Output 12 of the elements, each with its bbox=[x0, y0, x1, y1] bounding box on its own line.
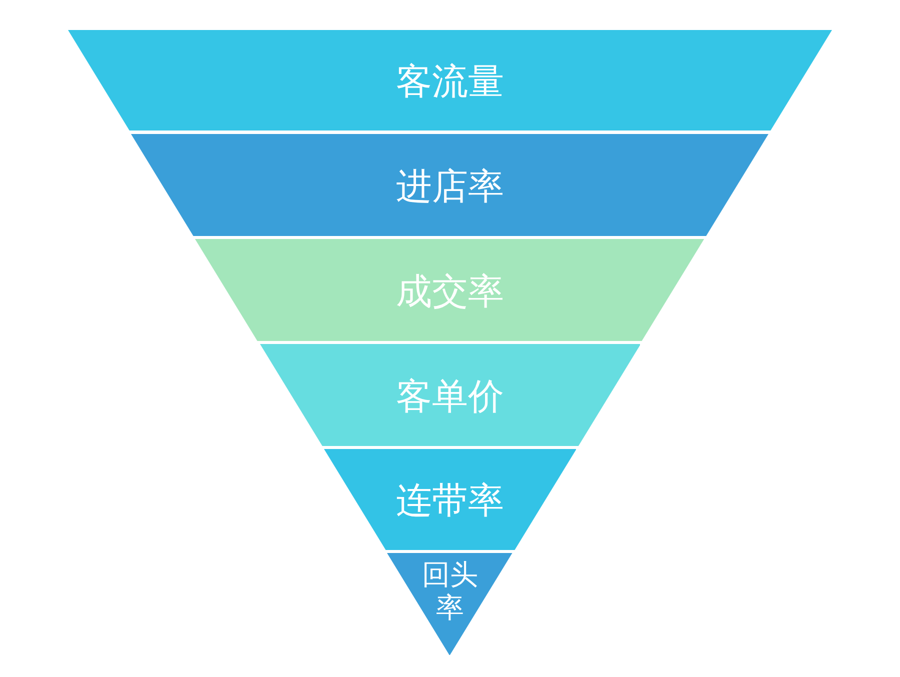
funnel-band bbox=[324, 448, 576, 550]
band-label: 连带率 bbox=[396, 480, 504, 522]
band-label: 进店率 bbox=[396, 166, 504, 208]
band-label: 成交率 bbox=[396, 270, 504, 312]
funnel-band bbox=[387, 552, 513, 655]
funnel-band bbox=[260, 344, 640, 446]
funnel-band bbox=[68, 30, 832, 130]
band-label: 回头率 bbox=[420, 559, 479, 624]
band-label: 客单价 bbox=[396, 376, 504, 418]
band-label: 客流量 bbox=[396, 62, 504, 103]
funnel-band bbox=[131, 134, 769, 236]
funnel-band bbox=[195, 238, 705, 340]
